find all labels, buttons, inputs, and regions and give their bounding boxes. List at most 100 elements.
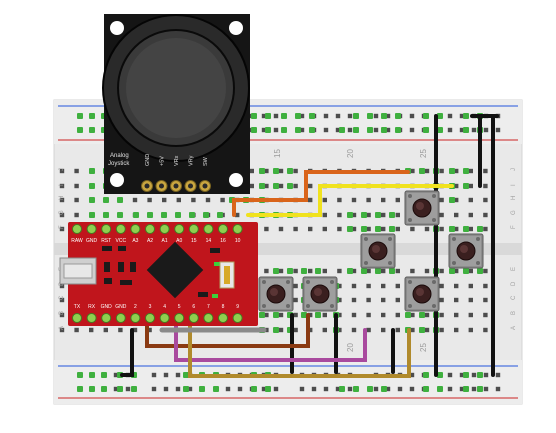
breadboard-hole[interactable] bbox=[454, 212, 459, 218]
breadboard-hole[interactable] bbox=[454, 268, 459, 274]
breadboard-hole[interactable] bbox=[366, 327, 371, 333]
rail-hole[interactable] bbox=[495, 127, 501, 133]
rail-hole[interactable] bbox=[447, 127, 453, 133]
breadboard-hole[interactable] bbox=[293, 297, 298, 303]
breadboard-hole[interactable] bbox=[249, 183, 254, 189]
breadboard-hole[interactable] bbox=[410, 312, 415, 318]
rail-hole[interactable] bbox=[447, 113, 453, 119]
breadboard-hole[interactable] bbox=[264, 168, 269, 174]
board-pin-top[interactable] bbox=[174, 224, 185, 234]
breadboard-hole[interactable] bbox=[395, 283, 400, 289]
board-pin-top[interactable] bbox=[101, 224, 112, 234]
rail-hole[interactable] bbox=[483, 372, 489, 378]
breadboard-hole[interactable] bbox=[424, 168, 430, 174]
breadboard-hole[interactable] bbox=[468, 327, 473, 333]
board-pin-top[interactable] bbox=[159, 224, 170, 234]
breadboard-hole[interactable] bbox=[322, 212, 327, 218]
breadboard-hole[interactable] bbox=[454, 183, 459, 189]
breadboard-hole[interactable] bbox=[381, 327, 386, 333]
board-pin-bottom[interactable] bbox=[101, 313, 112, 323]
breadboard-hole[interactable] bbox=[59, 168, 65, 174]
breadboard-hole[interactable] bbox=[351, 212, 357, 218]
board-pin-top[interactable] bbox=[72, 224, 82, 234]
rail-hole[interactable] bbox=[335, 113, 341, 119]
board-pin-top[interactable] bbox=[188, 224, 199, 234]
breadboard-hole[interactable] bbox=[395, 226, 400, 232]
breadboard-hole[interactable] bbox=[293, 183, 298, 189]
rail-hole[interactable] bbox=[335, 386, 341, 392]
rail-hole[interactable] bbox=[373, 113, 379, 119]
rail-hole[interactable] bbox=[273, 127, 279, 133]
breadboard-hole[interactable] bbox=[278, 183, 284, 189]
rail-hole[interactable] bbox=[299, 113, 305, 119]
breadboard-hole[interactable] bbox=[424, 312, 430, 318]
rail-hole[interactable] bbox=[113, 372, 119, 378]
breadboard-hole[interactable] bbox=[293, 168, 298, 174]
breadboard-hole[interactable] bbox=[395, 212, 400, 218]
rail-hole[interactable] bbox=[385, 113, 391, 119]
breadboard-hole[interactable] bbox=[308, 226, 313, 232]
breadboard-hole[interactable] bbox=[191, 197, 196, 203]
board-pin-bottom[interactable] bbox=[188, 313, 199, 323]
breadboard-hole[interactable] bbox=[293, 226, 298, 232]
breadboard-hole[interactable] bbox=[483, 212, 488, 218]
breadboard-hole[interactable] bbox=[439, 212, 444, 218]
breadboard-hole[interactable] bbox=[439, 327, 444, 333]
breadboard-hole[interactable] bbox=[278, 327, 284, 333]
breadboard-hole[interactable] bbox=[293, 327, 298, 333]
rail-hole[interactable] bbox=[409, 113, 415, 119]
breadboard-hole[interactable] bbox=[293, 268, 298, 274]
rail-hole[interactable] bbox=[373, 127, 379, 133]
breadboard-hole[interactable] bbox=[410, 268, 415, 274]
breadboard-hole[interactable] bbox=[220, 197, 225, 203]
breadboard-hole[interactable] bbox=[439, 168, 444, 174]
breadboard-hole[interactable] bbox=[337, 327, 342, 333]
breadboard-hole[interactable] bbox=[59, 297, 65, 303]
rail-hole[interactable] bbox=[397, 386, 403, 392]
breadboard-hole[interactable] bbox=[439, 268, 444, 274]
rail-hole[interactable] bbox=[471, 386, 477, 392]
rail-hole[interactable] bbox=[225, 386, 231, 392]
rail-hole[interactable] bbox=[459, 113, 465, 119]
breadboard-hole[interactable] bbox=[74, 327, 79, 333]
rail-hole[interactable] bbox=[409, 372, 415, 378]
breadboard-hole[interactable] bbox=[483, 283, 488, 289]
rail-hole[interactable] bbox=[273, 113, 279, 119]
breadboard-hole[interactable] bbox=[410, 327, 415, 333]
rail-hole[interactable] bbox=[483, 386, 489, 392]
breadboard-hole[interactable] bbox=[351, 312, 357, 318]
breadboard-hole[interactable] bbox=[337, 197, 342, 203]
rail-hole[interactable] bbox=[495, 386, 501, 392]
breadboard-hole[interactable] bbox=[439, 312, 444, 318]
breadboard-hole[interactable] bbox=[351, 283, 357, 289]
breadboard-hole[interactable] bbox=[351, 297, 357, 303]
breadboard-hole[interactable] bbox=[483, 268, 488, 274]
rail-hole[interactable] bbox=[125, 386, 131, 392]
breadboard-hole[interactable] bbox=[278, 312, 284, 318]
breadboard-hole[interactable] bbox=[454, 168, 459, 174]
breadboard-hole[interactable] bbox=[59, 283, 65, 289]
board-pin-bottom[interactable] bbox=[218, 313, 228, 323]
breadboard-hole[interactable] bbox=[278, 268, 284, 274]
breadboard-hole[interactable] bbox=[293, 312, 298, 318]
rail-hole[interactable] bbox=[347, 127, 353, 133]
breadboard-hole[interactable] bbox=[147, 327, 152, 333]
breadboard-hole[interactable] bbox=[264, 226, 269, 232]
rail-hole[interactable] bbox=[163, 386, 169, 392]
breadboard-hole[interactable] bbox=[59, 212, 65, 218]
breadboard-hole[interactable] bbox=[351, 268, 357, 274]
breadboard-hole[interactable] bbox=[468, 197, 473, 203]
breadboard-hole[interactable] bbox=[395, 197, 400, 203]
breadboard-hole[interactable] bbox=[410, 226, 415, 232]
rail-hole[interactable] bbox=[113, 386, 119, 392]
board-pin-bottom[interactable] bbox=[86, 313, 97, 323]
breadboard-hole[interactable] bbox=[483, 197, 488, 203]
push-button[interactable] bbox=[448, 233, 484, 269]
breadboard-hole[interactable] bbox=[468, 297, 473, 303]
rail-hole[interactable] bbox=[163, 372, 169, 378]
rail-hole[interactable] bbox=[459, 127, 465, 133]
board-pin-bottom[interactable] bbox=[174, 313, 185, 323]
breadboard-hole[interactable] bbox=[483, 297, 488, 303]
breadboard-hole[interactable] bbox=[366, 226, 371, 232]
breadboard-hole[interactable] bbox=[454, 197, 459, 203]
